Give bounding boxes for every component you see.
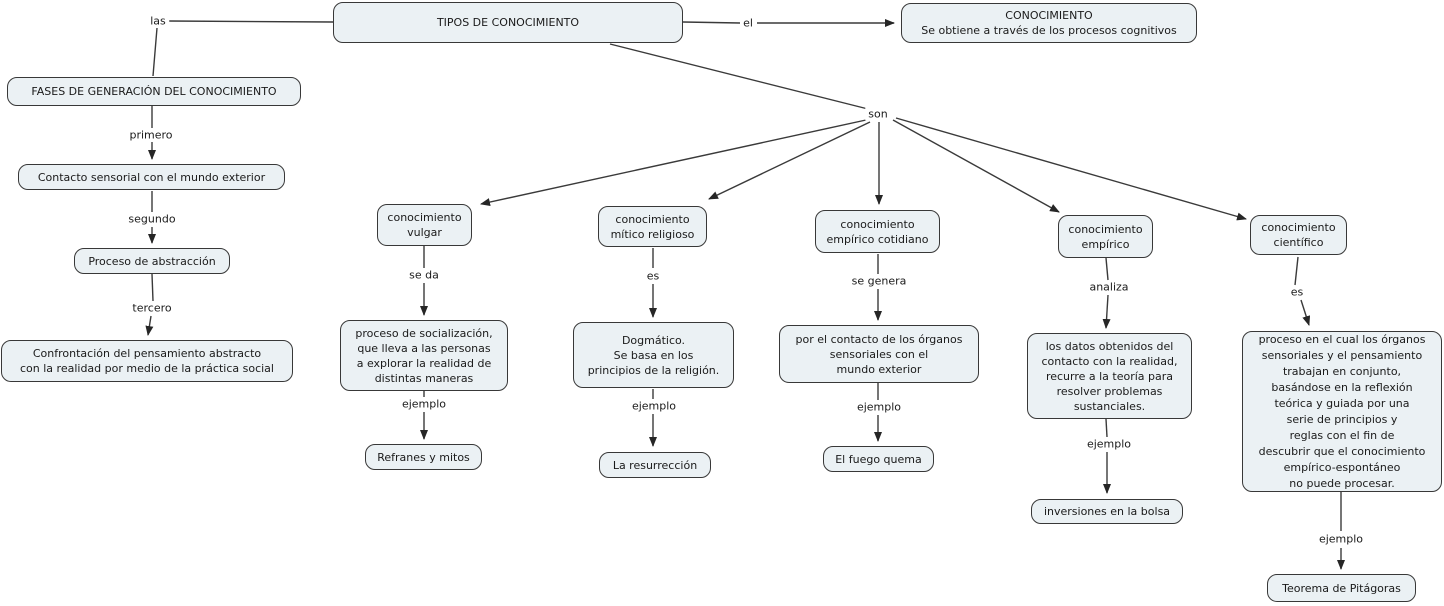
link-label-ejemplo-empirico[interactable]: ejemplo <box>1083 437 1135 451</box>
node-por-contacto-organos[interactable]: por el contacto de los órganos sensorial… <box>779 325 979 383</box>
link-label-tercero[interactable]: tercero <box>129 301 175 315</box>
link-label-ejemplo-mitico[interactable]: ejemplo <box>628 399 680 413</box>
node-proceso-abstraccion[interactable]: Proceso de abstracción <box>74 248 230 274</box>
node-confrontacion[interactable]: Confrontación del pensamiento abstracto … <box>1 340 293 382</box>
link-label-las[interactable]: las <box>147 14 169 28</box>
line-empirico-to-analiza <box>1105 257 1109 281</box>
link-label-se-da[interactable]: se da <box>406 268 442 282</box>
node-conocimiento-empirico[interactable]: conocimiento empírico <box>1058 215 1153 258</box>
link-label-el[interactable]: el <box>740 16 756 30</box>
link-label-es-mitico[interactable]: es <box>643 269 663 283</box>
node-teorema-pitagoras[interactable]: Teorema de Pitágoras <box>1267 574 1416 602</box>
line-las-to-tipos <box>167 20 334 23</box>
arrow-es-to-organos <box>1300 299 1311 326</box>
node-el-fuego-quema[interactable]: El fuego quema <box>823 446 934 472</box>
link-label-primero[interactable]: primero <box>126 128 176 142</box>
arrow-son-to-empirico <box>892 119 1060 213</box>
line-cientifico-to-es <box>1294 256 1299 286</box>
node-conocimiento-mitico-religioso[interactable]: conocimiento mítico religioso <box>598 206 707 247</box>
node-contacto-sensorial[interactable]: Contacto sensorial con el mundo exterior <box>18 164 285 190</box>
node-conocimiento-empirico-cotidiano[interactable]: conocimiento empírico cotidiano <box>815 210 940 253</box>
link-label-se-genera[interactable]: se genera <box>848 274 910 288</box>
link-label-ejemplo-vulgar[interactable]: ejemplo <box>398 397 450 411</box>
link-label-ejemplo-cotidiano[interactable]: ejemplo <box>853 400 905 414</box>
node-conocimiento-vulgar[interactable]: conocimiento vulgar <box>377 204 472 246</box>
line-tipos-to-son <box>609 43 873 111</box>
node-datos-obtenidos[interactable]: los datos obtenidos del contacto con la … <box>1027 333 1192 419</box>
link-label-segundo[interactable]: segundo <box>125 212 179 226</box>
node-proceso-socializacion[interactable]: proceso de socialización, que lleva a la… <box>340 320 508 391</box>
line-tipos-to-el <box>682 21 741 24</box>
node-fases-generacion[interactable]: FASES DE GENERACIÓN DEL CONOCIMIENTO <box>7 77 301 106</box>
arrow-son-to-vulgar <box>480 119 867 206</box>
node-la-resurreccion[interactable]: La resurrección <box>599 452 711 478</box>
arrow-analiza-to-datos <box>1102 294 1111 329</box>
node-proceso-organos-sensoriales[interactable]: proceso en el cual los órganos sensorial… <box>1242 331 1442 492</box>
node-dogmatico[interactable]: Dogmático. Se basa en los principios de … <box>573 322 734 388</box>
arrow-son-to-mitico <box>708 121 871 200</box>
node-tipos-de-conocimiento[interactable]: TIPOS DE CONOCIMIENTO <box>333 2 683 43</box>
arrow-tercero-to-confrontacion <box>145 315 154 336</box>
node-conocimiento[interactable]: CONOCIMIENTO Se obtiene a través de los … <box>901 3 1197 43</box>
link-label-analiza[interactable]: analiza <box>1086 280 1132 294</box>
line-proceso-to-tercero <box>151 273 154 302</box>
node-inversiones-bolsa[interactable]: inversiones en la bolsa <box>1031 499 1183 524</box>
node-conocimiento-cientifico[interactable]: conocimiento científico <box>1250 215 1347 255</box>
line-las-to-fases <box>152 27 158 77</box>
link-label-ejemplo-cientifico[interactable]: ejemplo <box>1315 532 1367 546</box>
line-datos-to-ejemplo <box>1105 418 1108 438</box>
link-label-son[interactable]: son <box>865 107 891 121</box>
node-refranes-y-mitos[interactable]: Refranes y mitos <box>365 444 482 470</box>
arrow-son-to-cientifico <box>895 117 1247 221</box>
link-label-es-cientifico[interactable]: es <box>1287 285 1307 299</box>
